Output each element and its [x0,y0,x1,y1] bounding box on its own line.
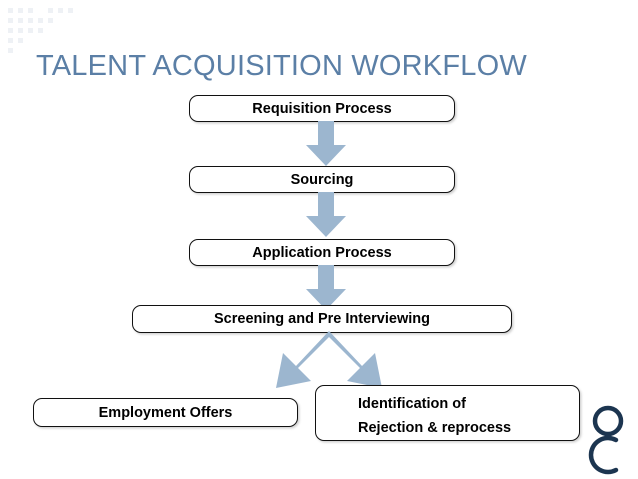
flow-box-label: Screening and Pre Interviewing [214,311,430,327]
flow-box-label: Requisition Process [252,100,392,117]
dot [18,38,23,43]
dot [28,18,33,23]
dot-grid-decoration [8,8,88,53]
dot [58,8,63,13]
flow-box-label: Sourcing [290,171,354,188]
flow-box-label: Employment Offers [98,404,233,421]
down-arrow-icon [303,121,349,167]
dot [8,18,13,23]
flow-box-employment-offers[interactable]: Employment Offers [33,398,298,427]
flow-box-identification-rejection[interactable]: Identification of Rejection & reprocess [315,385,580,441]
dot [8,38,13,43]
split-arrow-icon [249,331,409,397]
person-figure-logo [586,404,630,476]
flow-box-label: Application Process [252,244,392,261]
flow-box-label-line1: Identification of [358,396,466,412]
flow-box-sourcing[interactable]: Sourcing [189,166,455,193]
dot [8,48,13,53]
dot [28,8,33,13]
dot [18,8,23,13]
dot [28,28,33,33]
dot [38,18,43,23]
dot [68,8,73,13]
page-title: TALENT ACQUISITION WORKFLOW [36,50,527,82]
down-arrow-icon [303,265,349,311]
dot [18,28,23,33]
dot [38,28,43,33]
dot [18,18,23,23]
dot [48,18,53,23]
flow-box-screening[interactable]: Screening and Pre Interviewing [132,305,512,333]
dot [8,28,13,33]
dot [48,8,53,13]
flow-box-application[interactable]: Application Process [189,239,455,266]
flow-box-label-line2: Rejection & reprocess [358,420,512,436]
flow-box-requisition[interactable]: Requisition Process [189,95,455,122]
down-arrow-icon [303,192,349,238]
dot [8,8,13,13]
